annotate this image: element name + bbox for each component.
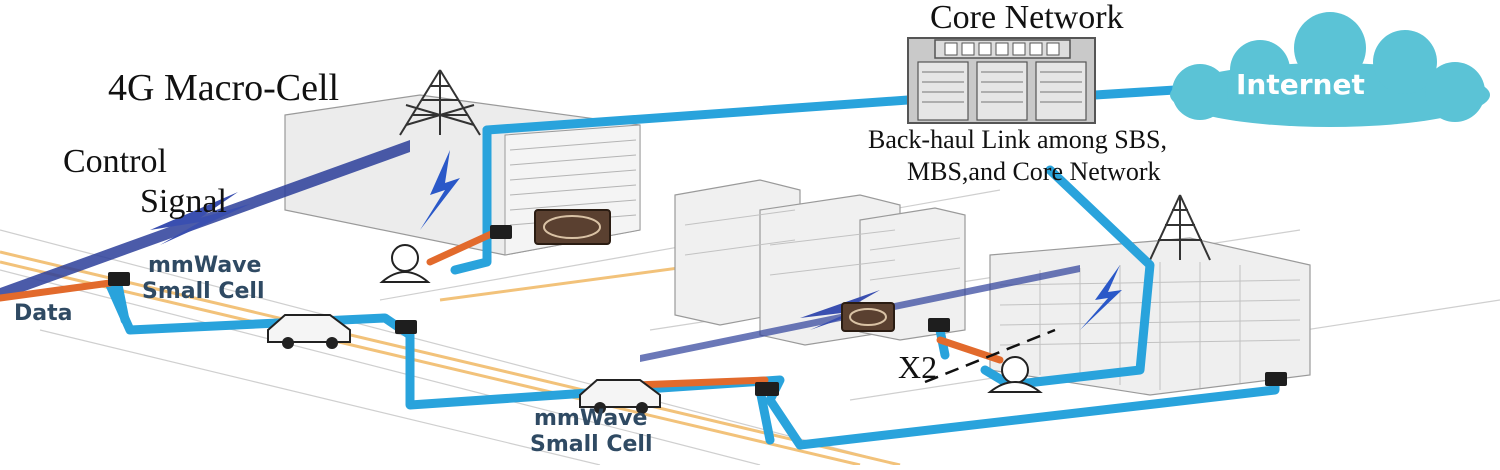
small-cell-units xyxy=(108,225,1287,396)
x2-dashed-link xyxy=(924,328,1056,384)
internet-label: Internet xyxy=(1236,68,1365,101)
user-icons xyxy=(379,244,1043,393)
backhaul-label-line1: Back-haul Link among SBS, xyxy=(868,125,1167,154)
small-cell-bottom-label-line2: Small Cell xyxy=(530,432,653,457)
small-cell-tower-icon xyxy=(1149,194,1211,261)
macro-cell-tower-icon xyxy=(399,69,481,136)
data-label: Data xyxy=(14,301,72,326)
macro-cell-label: 4G Macro-Cell xyxy=(108,67,339,109)
core-network-label: Core Network xyxy=(930,0,1124,36)
car-icons xyxy=(267,314,661,414)
right-building xyxy=(989,237,1311,396)
small-cell-bottom-label-line1: mmWave xyxy=(534,406,647,431)
x2-label: X2 xyxy=(898,349,937,385)
control-signal-label-line1: Control xyxy=(63,143,167,180)
internet-cloud-icon xyxy=(1170,12,1490,127)
control-signal-label-line2: Signal xyxy=(140,183,227,220)
backhaul-label-line2: MBS,and Core Network xyxy=(907,157,1160,186)
small-cell-left-label-line2: Small Cell xyxy=(142,279,265,304)
small-cell-left-label-line1: mmWave xyxy=(148,253,261,278)
shop-sign-icons xyxy=(534,209,895,332)
core-network-server-icon xyxy=(907,37,1096,124)
wireless-bolt-icons xyxy=(420,150,1122,330)
